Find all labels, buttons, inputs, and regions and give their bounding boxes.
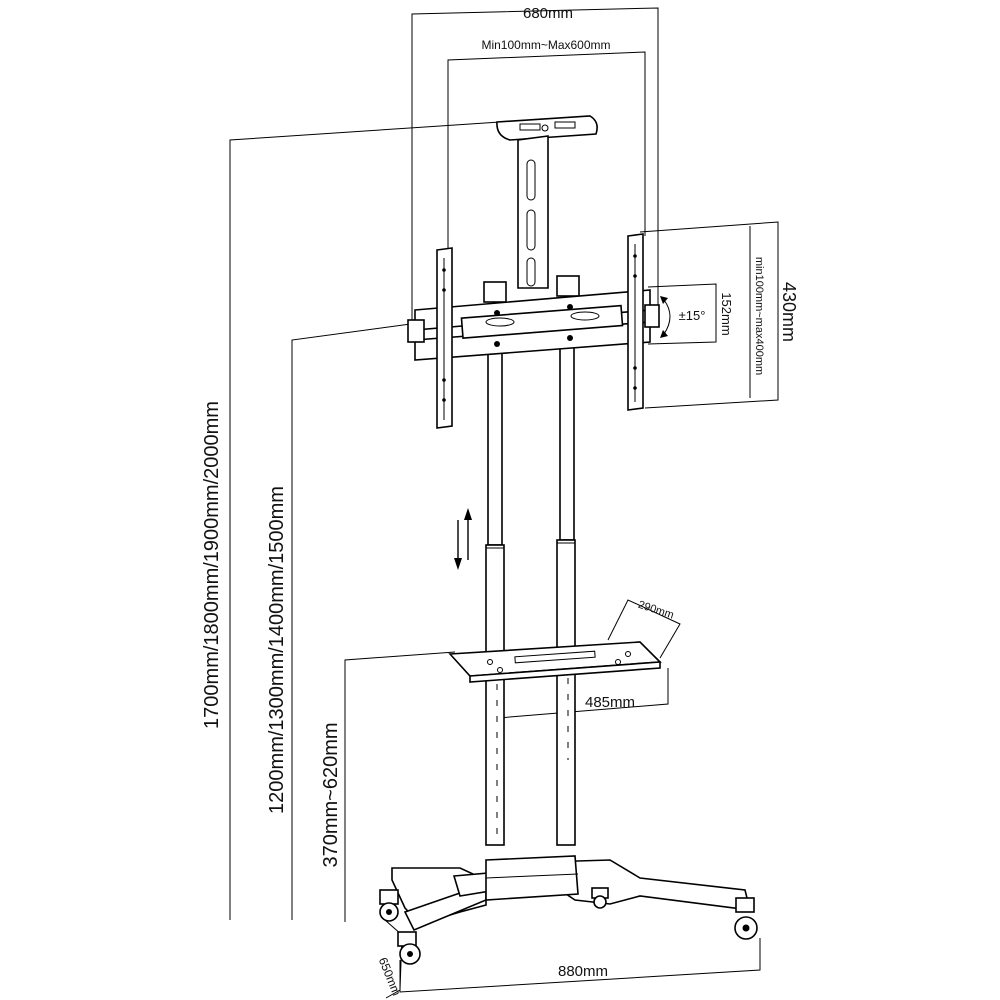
caster-icon [379,889,399,922]
caster-icon [734,897,758,940]
total-height-label: 1700mm/1800mm/1900mm/2000mm [201,401,223,729]
caster-icon [591,887,609,909]
base [391,855,752,932]
vesa-height-label: min100mm~max400mm [753,257,765,375]
tilt-angle-label: ±15° [679,308,706,323]
base-depth-label: 650mm [376,955,404,997]
mount-height-label: 1200mm/1300mm/1400mm/1500mm [266,486,288,814]
poles [483,275,580,846]
vesa-width-dimension [447,51,646,260]
tilt-range-label: 152mm [719,292,734,335]
overall-width-dimension [411,7,659,330]
overall-width-label: 680mm [523,5,573,22]
mount-height-dimension [291,319,441,920]
base-width-dimension [399,938,761,993]
base-depth-dimension [384,919,403,999]
shelf-height-dimension [344,651,456,922]
shelf-depth-dimension [607,599,681,659]
height-adjust-arrows-icon [454,508,472,570]
tilt-arrow-icon [660,296,671,338]
middle-shelf [448,641,662,840]
total-height-dimension [229,121,501,920]
shelf-width-label: 485mm [585,694,635,711]
tilt-dimension [647,283,717,345]
bracket-height-dimension [639,221,779,409]
camera-shelf [496,115,598,289]
vesa-width-label: Min100mm~Max600mm [481,38,610,52]
bracket-height-label: 430mm [779,282,799,342]
caster-icon [397,931,421,965]
base-width-label: 880mm [558,963,608,980]
vesa-bracket [407,233,660,429]
shelf-height-label: 370mm~620mm [320,722,342,867]
casters [379,887,758,965]
shelf-depth-label: 290mm [637,599,676,622]
